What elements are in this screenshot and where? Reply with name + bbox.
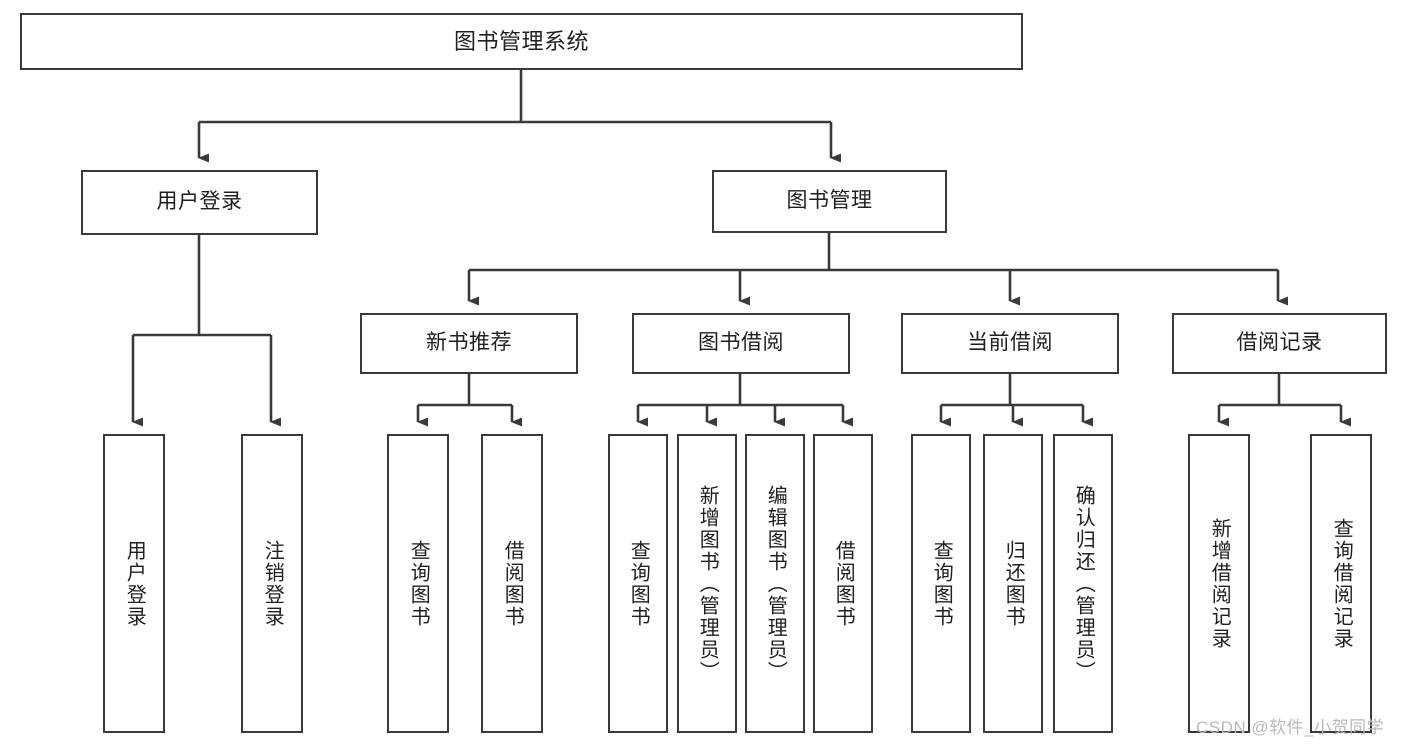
csdn-watermark: CSDN @软件_小贺同学 [1196,718,1385,737]
node-book-borrow-label: 图书借阅 [698,331,784,355]
node-leaf-user-login-label: 用户登录 [123,539,146,628]
node-leaf-borrow-books-rec[interactable]: 借阅图书 [481,434,543,733]
node-leaf-borrow-book[interactable]: 借阅图书 [813,434,873,733]
node-leaf-query-record-label: 查询借阅记录 [1330,517,1353,650]
node-leaf-user-logout[interactable]: 注销登录 [241,434,303,733]
node-current-borrow[interactable]: 当前借阅 [901,313,1119,374]
node-leaf-query-books-rec[interactable]: 查询图书 [387,434,449,733]
node-leaf-add-record-label: 新增借阅记录 [1208,517,1231,650]
node-book-borrow[interactable]: 图书借阅 [632,313,850,374]
node-root-label: 图书管理系统 [453,28,589,54]
node-leaf-return-book-label: 归还图书 [1002,539,1025,628]
node-leaf-query-record[interactable]: 查询借阅记录 [1310,434,1372,733]
node-leaf-query-books-current-label: 查询图书 [930,539,953,628]
node-leaf-query-books-current[interactable]: 查询图书 [911,434,971,733]
node-borrow-record[interactable]: 借阅记录 [1172,313,1387,374]
node-leaf-add-record[interactable]: 新增借阅记录 [1188,434,1250,733]
node-user-login-label: 用户登录 [156,190,243,214]
node-current-borrow-label: 当前借阅 [967,331,1053,355]
node-leaf-user-logout-label: 注销登录 [261,539,284,628]
node-leaf-query-books-borrow-label: 查询图书 [627,539,650,628]
node-leaf-edit-book[interactable]: 编辑图书（管理员） [745,434,805,733]
node-new-book-rec-label: 新书推荐 [426,331,512,355]
node-leaf-return-book[interactable]: 归还图书 [983,434,1043,733]
node-leaf-query-books-rec-label: 查询图书 [407,539,430,628]
node-new-book-rec[interactable]: 新书推荐 [360,313,578,374]
node-leaf-confirm-return[interactable]: 确认归还（管理员） [1053,434,1113,733]
node-leaf-query-books-borrow[interactable]: 查询图书 [608,434,668,733]
node-leaf-confirm-return-label: 确认归还（管理员） [1072,484,1095,683]
node-user-login[interactable]: 用户登录 [81,170,318,235]
node-leaf-add-book[interactable]: 新增图书（管理员） [677,434,737,733]
node-book-manage[interactable]: 图书管理 [712,170,947,233]
node-leaf-user-login[interactable]: 用户登录 [103,434,165,733]
node-leaf-add-book-label: 新增图书（管理员） [696,484,719,683]
node-root[interactable]: 图书管理系统 [20,13,1023,70]
node-leaf-edit-book-label: 编辑图书（管理员） [764,484,787,683]
node-leaf-borrow-books-rec-label: 借阅图书 [501,539,524,628]
node-borrow-record-label: 借阅记录 [1236,331,1323,355]
node-book-manage-label: 图书管理 [786,189,873,213]
node-leaf-borrow-book-label: 借阅图书 [832,539,855,628]
